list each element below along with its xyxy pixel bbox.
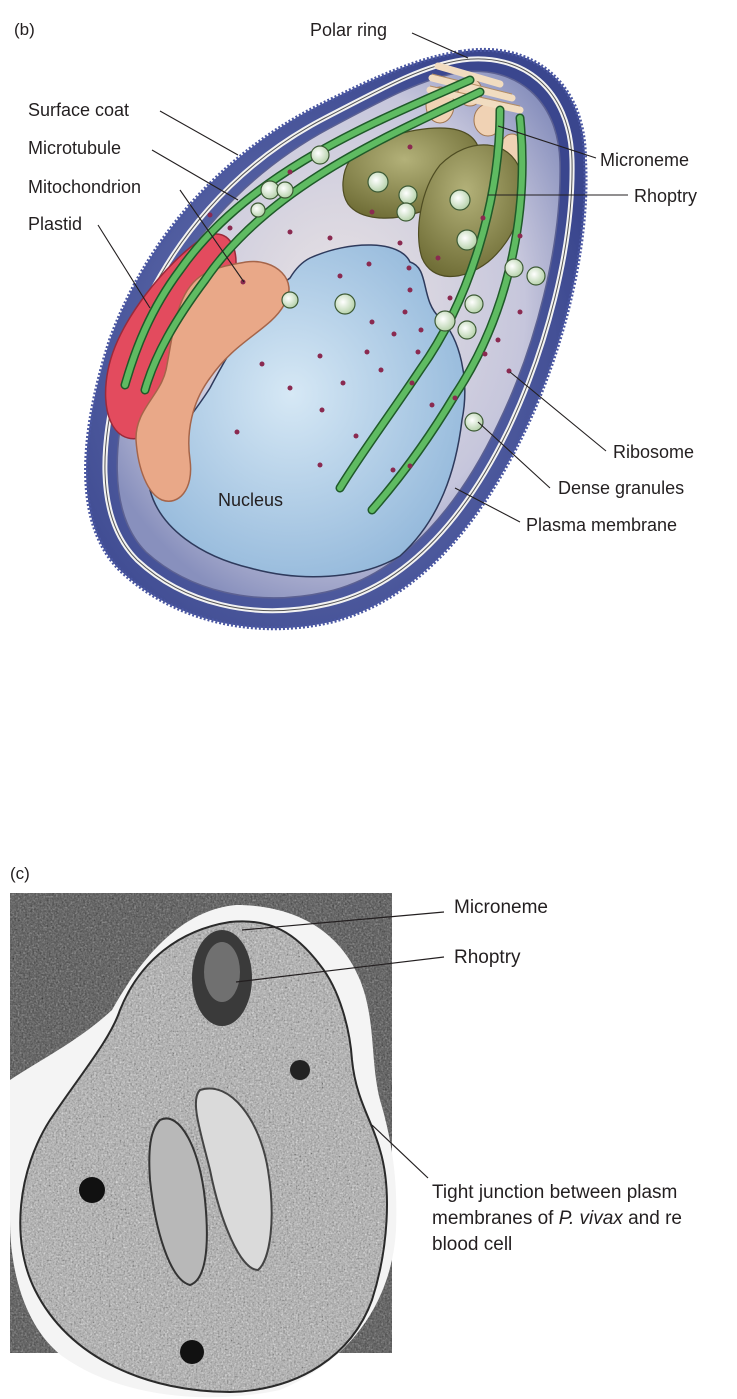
label-rhoptry-b: Rhoptry	[634, 186, 698, 206]
caption-species: P. vivax	[558, 1208, 623, 1229]
caption-line-2b: and re	[622, 1208, 682, 1229]
label-plasma-membrane: Plasma membrane	[526, 515, 678, 535]
label-nucleus: Nucleus	[218, 490, 284, 510]
label-ribosome: Ribosome	[613, 442, 695, 462]
label-mitochondrion: Mitochondrion	[28, 177, 142, 197]
label-microtubule: Microtubule	[28, 138, 122, 158]
panel-b-label: (b)	[14, 20, 35, 39]
label-dense-granules: Dense granules	[558, 478, 685, 498]
leader-lines-b	[97, 32, 628, 523]
caption-line-2a: membranes of	[432, 1208, 559, 1229]
caption-line-3: blood cell	[432, 1234, 513, 1255]
label-plastid: Plastid	[28, 214, 83, 234]
label-surface-coat: Surface coat	[28, 100, 130, 120]
panel-c-label: (c)	[10, 864, 30, 883]
mitochondrion	[135, 260, 290, 502]
label-rhoptry-c: Rhoptry	[454, 947, 521, 968]
caption-line-1: Tight junction between plasm	[432, 1182, 678, 1203]
label-polar-ring: Polar ring	[310, 20, 388, 40]
ribosomes	[207, 144, 523, 473]
caption-tight-junction: Tight junction between plasm membranes o…	[432, 1180, 737, 1258]
label-microneme-b: Microneme	[600, 150, 690, 170]
leader-lines-c	[235, 911, 445, 1179]
caption-line-2: membranes of P. vivax and re	[432, 1206, 737, 1232]
label-microneme-c: Microneme	[454, 897, 548, 918]
dense-granules	[250, 145, 546, 432]
